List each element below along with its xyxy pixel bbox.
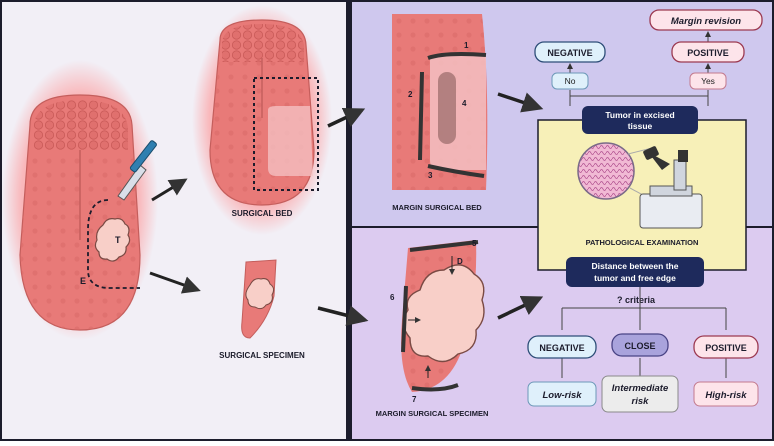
margin-bed-illustration [392,14,488,190]
tumor-question-line-2: tissue [628,121,653,131]
positive-box-bottom [693,335,759,359]
edge-marker: E [80,276,86,286]
criteria-label: ? criteria [617,295,656,305]
microscope-icon [577,142,703,229]
margin-specimen-label: MARGIN SURGICAL SPECIMEN [376,409,489,418]
arrow-to-flow-bottom [497,296,544,320]
surgical-bed-label: SURGICAL BED [232,209,293,218]
no-label: No [565,76,576,86]
margin-revision-label: Margin revision [671,16,741,27]
negative-box-top [534,41,606,63]
surgical-specimen-label: SURGICAL SPECIMEN [219,351,305,360]
arrow-to-surgical-bed [151,178,188,202]
low-risk-label: Low-risk [542,390,582,401]
margin-bed-label: MARGIN SURGICAL BED [392,203,482,212]
yes-label: Yes [701,76,715,86]
distance-question-line-2: tumor and free edge [594,273,676,283]
scalpel-icon [117,140,157,201]
margin-number-7: 7 [412,395,417,404]
arrow-to-specimen [149,271,201,294]
tumor-marker: T [115,235,121,245]
distance-question-line-1: Distance between the [592,261,679,271]
margin-number-1: 1 [464,41,469,50]
positive-label-bottom: POSITIVE [705,343,747,353]
surgical-specimen-illustration [241,259,277,339]
margin-number-2: 2 [408,90,413,99]
margin-revision-box [649,9,763,31]
surgical-bed-illustration [192,5,332,235]
high-risk-label: High-risk [705,390,747,401]
pathology-label: PATHOLOGICAL EXAMINATION [586,238,699,247]
low-risk-box [527,381,597,407]
arrow-to-flow-top [497,92,544,113]
margin-number-5: 5 [472,239,477,248]
arrow-to-margin-bed [327,107,366,128]
negative-box-bottom [527,335,597,359]
excision-outline [253,77,319,191]
intermediate-risk-box [601,375,679,413]
positive-label-top: POSITIVE [687,48,729,58]
margin-number-3: 3 [428,171,433,180]
close-box [611,333,669,357]
no-box [551,72,589,90]
positive-box-top [671,41,745,63]
intermediate-risk-line-2: risk [632,396,650,407]
tongue-illustration: T E [2,60,158,340]
margin-number-4: 4 [462,99,467,108]
distance-question-box [566,257,704,287]
intermediate-risk-line-1: Intermediate [612,383,669,394]
margin-specimen-illustration [401,240,485,392]
close-label: CLOSE [624,341,655,351]
flow-bottom: Distance between the tumor and free edge… [527,257,759,413]
negative-label-bottom: NEGATIVE [539,343,584,353]
margin-number-6: 6 [390,293,395,302]
flow-top: Tumor in excised tissue No Yes NEGATIVE … [534,9,763,134]
negative-label-top: NEGATIVE [547,48,592,58]
tumor-question-line-1: Tumor in excised [605,110,674,120]
arrow-to-margin-specimen [317,305,369,326]
tumor-question-box [582,106,698,134]
distance-marker: D [457,257,463,266]
yes-box [689,72,727,90]
high-risk-box [693,381,759,407]
